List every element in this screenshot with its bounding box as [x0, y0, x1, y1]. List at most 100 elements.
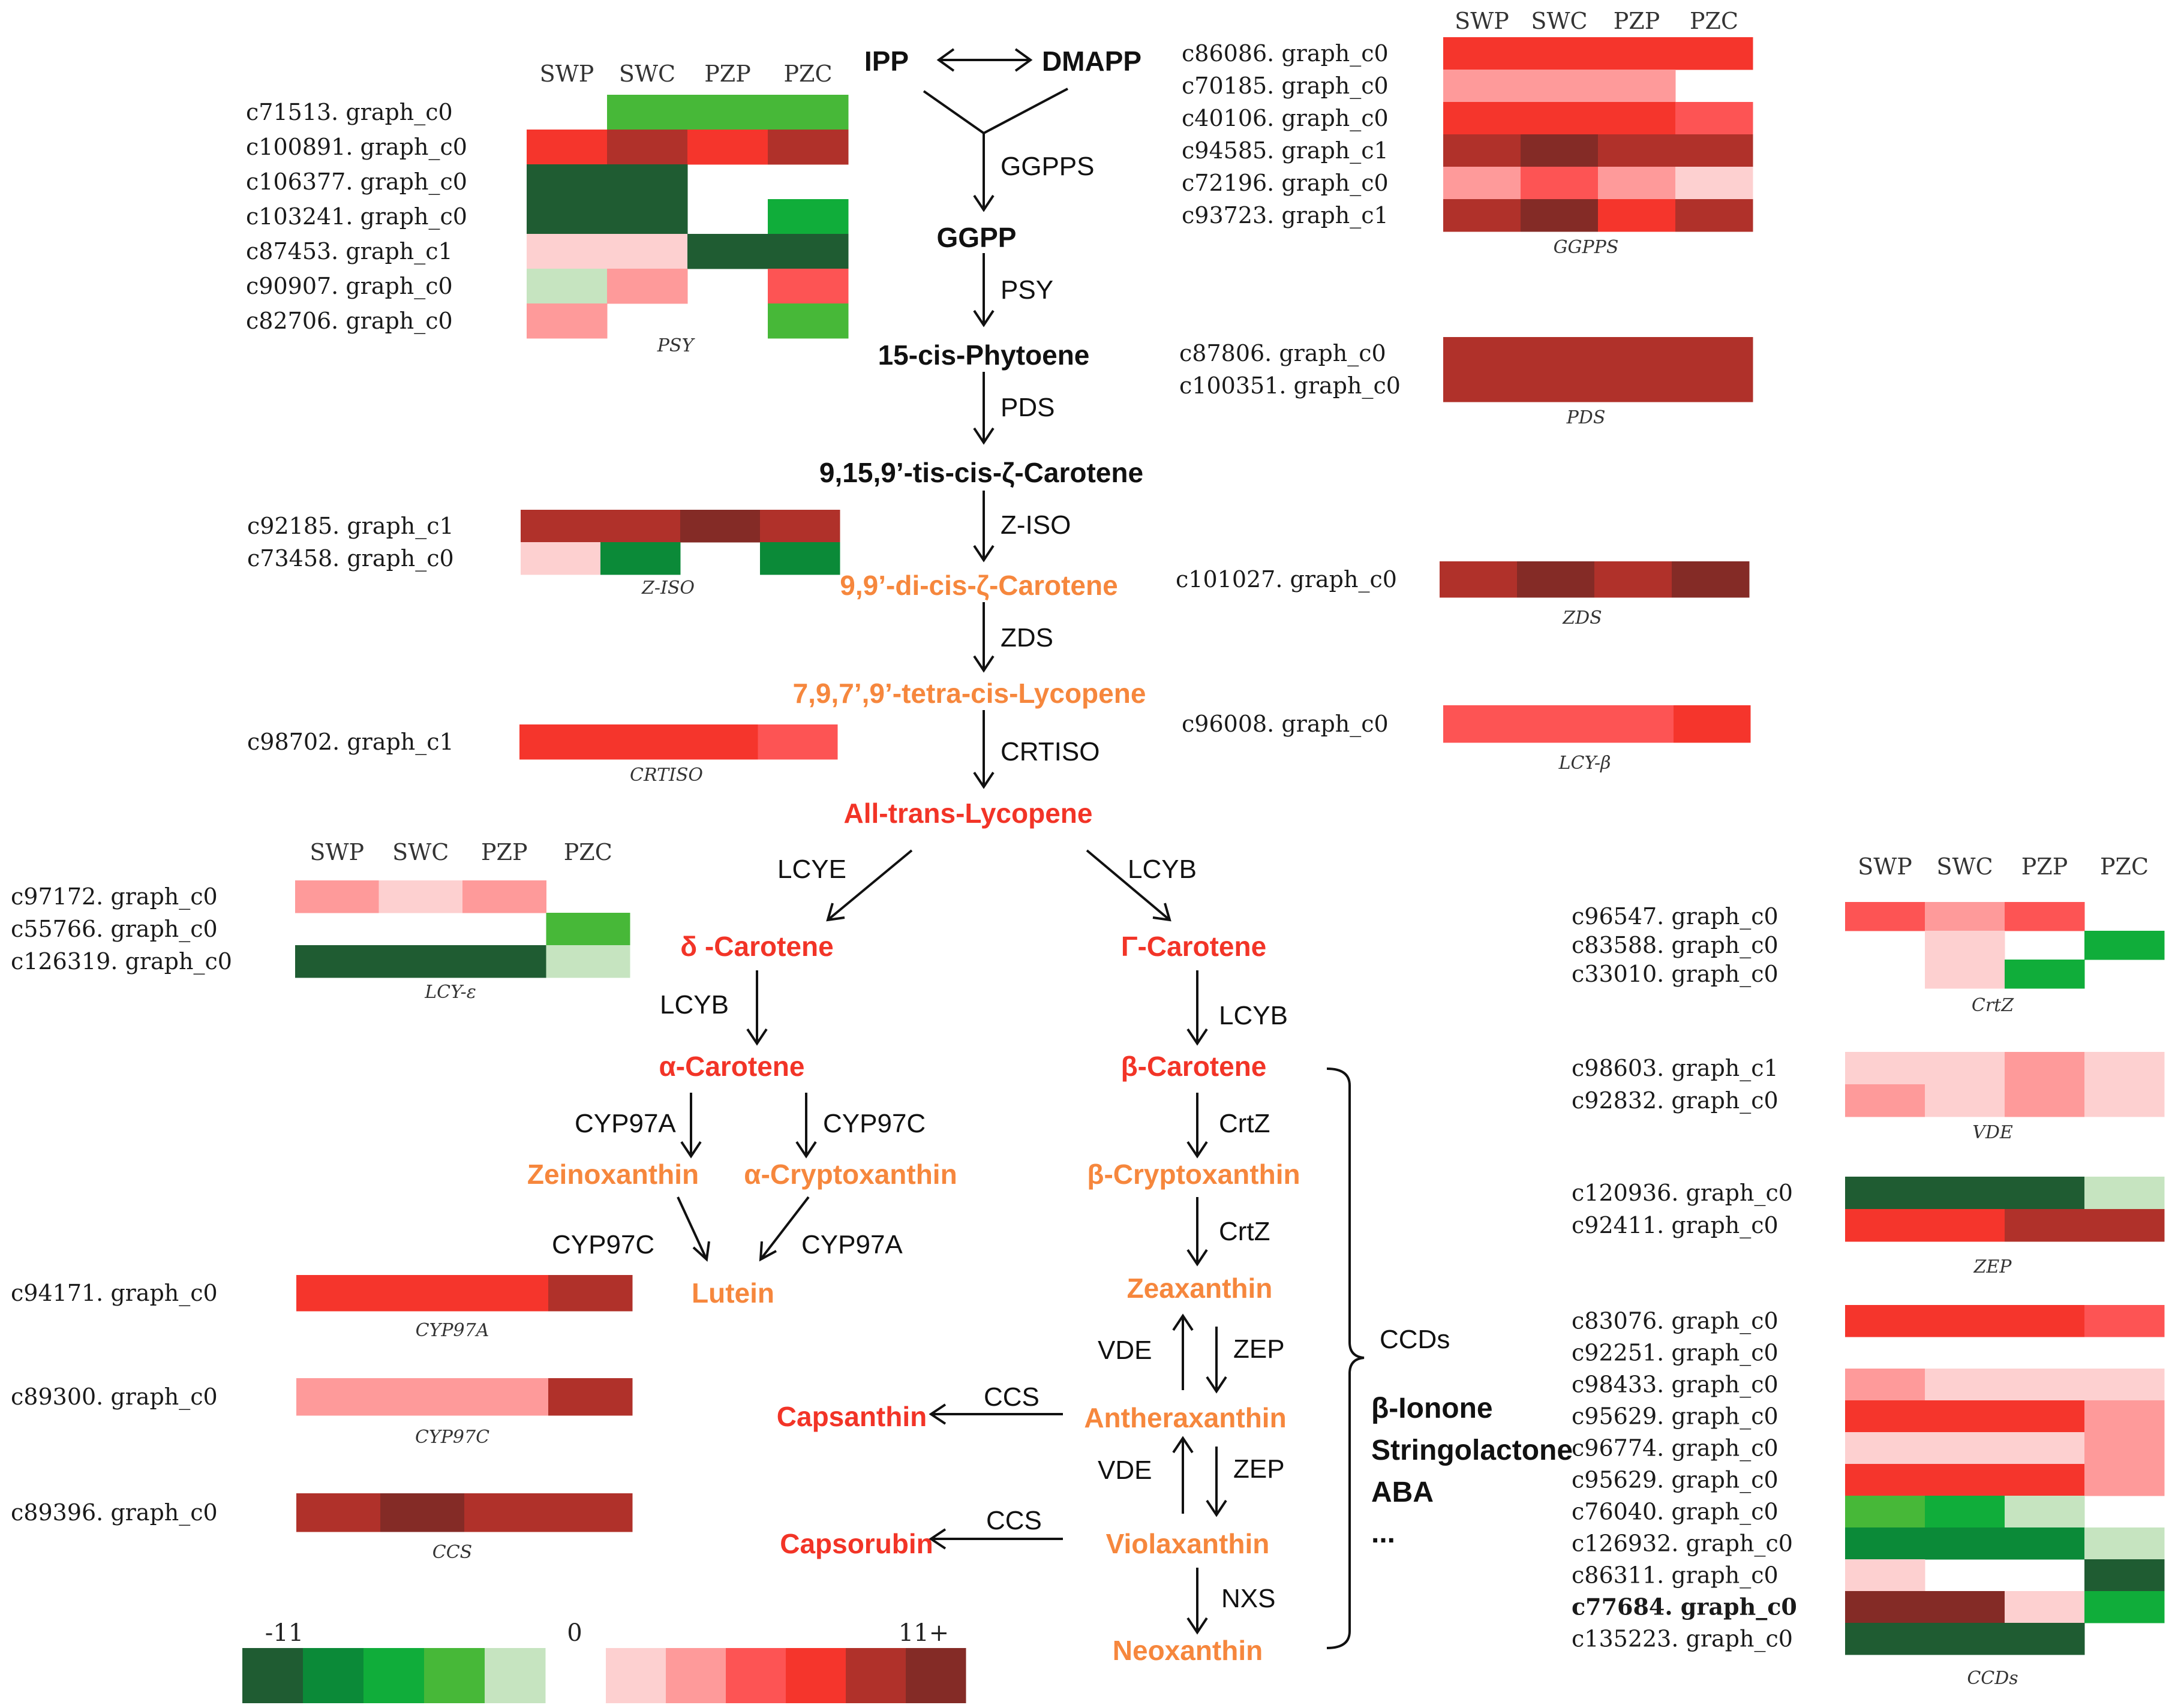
- heatmap-cell: [527, 303, 608, 339]
- heatmap-cell: [1925, 931, 2005, 960]
- enzyme-lcyb-beta: LCYB: [1219, 1001, 1288, 1030]
- enzyme-crtz-1: CrtZ: [1219, 1109, 1270, 1138]
- heatmap-cell: [1675, 134, 1753, 167]
- heatmap-cell: [1675, 199, 1753, 232]
- gene-label: c92411. graph_c0: [1572, 1212, 1779, 1239]
- heatmap-cell: [2005, 1369, 2085, 1401]
- scale-swatch-positive: [666, 1648, 726, 1703]
- heatmap-cell: [2084, 1177, 2165, 1210]
- psy-arrowhead: [973, 309, 995, 327]
- heatmap-cell: [1521, 369, 1599, 402]
- ccd-product-more: ...: [1371, 1517, 1395, 1549]
- column-header: SWC: [1936, 853, 1993, 880]
- scale-swatch-negative: [424, 1648, 485, 1703]
- heatmap-cell: [548, 1275, 633, 1312]
- heatmap-cell: [2005, 1084, 2085, 1117]
- metabolite-neoxanthin: Neoxanthin: [1113, 1635, 1263, 1666]
- heatmap-cell: [1845, 1432, 1925, 1465]
- heatmap-cell: [1675, 102, 1753, 135]
- gene-label: c94585. graph_c1: [1182, 137, 1389, 164]
- enzyme-ggpps: GGPPS: [1001, 152, 1095, 181]
- heatmap-cell: [1443, 199, 1521, 232]
- heatmap-cell: [1845, 1305, 1925, 1337]
- enzyme-lcye: LCYE: [777, 855, 846, 884]
- ccd-bracket-label: CCDs: [1380, 1325, 1450, 1354]
- column-header: SWP: [310, 839, 364, 865]
- crtz1-arrowhead: [1186, 1141, 1208, 1159]
- heatmap-cell: [1845, 1496, 1925, 1528]
- gene-label: c55766. graph_c0: [11, 916, 218, 943]
- metabolite-beta-carotene: β-Carotene: [1121, 1051, 1267, 1082]
- gene-label: c100351. graph_c0: [1179, 372, 1401, 399]
- column-header: SWC: [1531, 8, 1587, 34]
- heatmap-cell: [462, 880, 546, 913]
- gene-label: c76040. graph_c0: [1572, 1499, 1779, 1526]
- heatmap-cell: [680, 510, 761, 543]
- metabolite-zeinoxanthin: Zeinoxanthin: [527, 1159, 699, 1190]
- pathway-arrows: [677, 48, 1365, 1649]
- heatmap-caption: ZEP: [1973, 1256, 2012, 1277]
- heatmap-cell: [2005, 1432, 2085, 1465]
- heatmap-cell: [2084, 1369, 2165, 1401]
- gene-label: c96547. graph_c0: [1572, 903, 1779, 930]
- lcyb-alpha-arrowhead: [746, 1028, 768, 1046]
- gene-label: c92251. graph_c0: [1572, 1340, 1779, 1367]
- metabolite-ggpp: GGPP: [937, 222, 1017, 253]
- ziso-arrowhead: [973, 545, 995, 563]
- heatmap-cell: [607, 130, 688, 165]
- heatmap-caption: VDE: [1972, 1122, 2013, 1143]
- heatmap-caption: PSY: [657, 335, 696, 356]
- vde1-arrowhead: [1172, 1313, 1194, 1331]
- heatmap-cell: [2005, 1305, 2085, 1337]
- heatmap-cell: [1598, 37, 1676, 70]
- alphacrypto-lutein-arrowhead: [759, 1241, 777, 1262]
- heatmap-cell: [1443, 337, 1521, 370]
- gene-label: c89300. graph_c0: [11, 1384, 218, 1411]
- crtz2-arrowhead: [1186, 1249, 1208, 1267]
- heatmap-cell: [600, 510, 681, 543]
- lcyb-gamma-arrow: [1086, 849, 1171, 921]
- heatmap-cell: [1598, 199, 1676, 232]
- gene-label: c103241. graph_c0: [246, 203, 467, 230]
- heatmap-cell: [768, 130, 849, 165]
- metabolite-alpha-carotene: α-Carotene: [659, 1051, 805, 1082]
- heatmap-cell: [1925, 1527, 2005, 1560]
- enzymes: GGPPS PSY PDS Z-ISO ZDS CRTISO LCYE LCYB…: [552, 152, 1288, 1613]
- column-header: PZC: [2100, 853, 2149, 880]
- heatmap-cell: [1440, 561, 1518, 598]
- heatmap-caption: GGPPS: [1554, 237, 1619, 258]
- heatmap-caption: CCS: [432, 1542, 472, 1563]
- column-header: PZC: [783, 61, 832, 87]
- zein-lutein-arrow: [677, 1196, 708, 1260]
- scale-swatch-positive: [606, 1648, 666, 1703]
- heatmap-cell: [1598, 70, 1676, 103]
- metabolite-delta-carotene: δ -Carotene: [680, 931, 833, 962]
- cyp97a-arrowhead: [680, 1141, 702, 1159]
- heatmap-cell: [296, 1275, 381, 1312]
- heatmap-cell: [607, 199, 688, 234]
- enzyme-zep-2: ZEP: [1233, 1454, 1285, 1484]
- scale-swatch-positive: [906, 1648, 966, 1703]
- heatmap-cell: [607, 164, 688, 200]
- merge-arrow: [923, 88, 1068, 135]
- zein-lutein-arrowhead: [692, 1241, 710, 1262]
- gene-label: c92185. graph_c1: [247, 513, 454, 540]
- heatmap-caption: CYP97C: [415, 1427, 489, 1448]
- heatmap-cell: [1845, 1591, 1925, 1623]
- heatmap-cell: [2084, 1400, 2165, 1433]
- heatmap-cell: [2084, 1464, 2165, 1496]
- heatmap-cell: [1675, 167, 1753, 200]
- scale-swatch-positive: [846, 1648, 906, 1703]
- heatmap-cell: [464, 1378, 549, 1416]
- heatmap-cell: [2084, 1052, 2165, 1085]
- enzyme-lcyb-alpha: LCYB: [660, 990, 729, 1020]
- gene-label: c98433. graph_c0: [1572, 1372, 1779, 1399]
- ccd-product-stringolactone: Stringolactone: [1371, 1435, 1573, 1466]
- scale-mid-label: 0: [567, 1619, 582, 1647]
- heatmap-cell: [519, 724, 599, 760]
- scale-swatch-negative: [485, 1648, 546, 1703]
